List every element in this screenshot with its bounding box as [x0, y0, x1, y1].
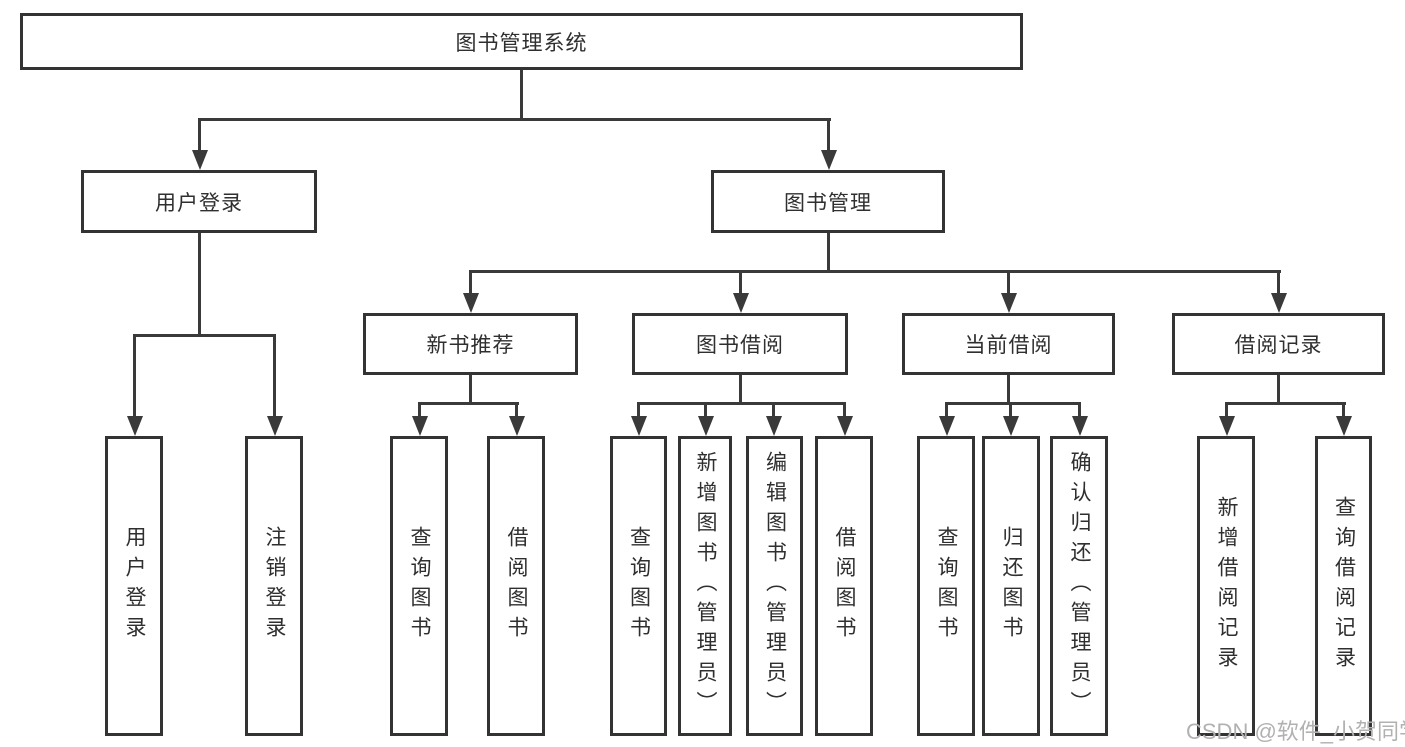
- arrowhead-leaf-user-login: [127, 416, 143, 436]
- node-leaf-bb-edit-books-admin: 编辑图书（管理员）: [746, 436, 803, 736]
- node-label: 新增图书（管理员）: [694, 451, 717, 721]
- node-label: 查询图书: [627, 526, 651, 646]
- node-leaf-br-query-record: 查询借阅记录: [1315, 436, 1372, 736]
- node-leaf-nbr-borrow-books: 借阅图书: [487, 436, 545, 736]
- node-leaf-bb-add-books-admin: 新增图书（管理员）: [678, 436, 732, 736]
- connector-drop-bb-add: [704, 402, 707, 418]
- connector-borrow-records-stem: [1277, 375, 1280, 405]
- arrowhead-bb-add: [698, 416, 714, 436]
- node-label: 新增借阅记录: [1215, 496, 1238, 676]
- node-leaf-cb-query-books: 查询图书: [917, 436, 975, 736]
- node-book-management: 图书管理: [711, 170, 945, 233]
- node-leaf-nbr-query-books: 查询图书: [390, 436, 448, 736]
- connector-drop-bb-borrow: [843, 402, 846, 418]
- connector-book-borrow-stem: [739, 375, 742, 405]
- connector-drop-bb-query: [637, 402, 640, 418]
- arrowhead-bb-edit: [766, 416, 782, 436]
- arrowhead-cb-confirm: [1072, 416, 1088, 436]
- connector-drop-book-mgmt: [827, 118, 830, 152]
- connector-drop-br-query: [1342, 402, 1345, 418]
- connector-new-book-rec-rail: [418, 402, 519, 405]
- node-new-book-recommendation: 新书推荐: [363, 313, 578, 375]
- connector-book-mgmt-stem: [827, 233, 830, 273]
- node-leaf-user-login: 用户登录: [105, 436, 163, 736]
- node-label: 查询图书: [935, 526, 958, 646]
- node-label: 当前借阅: [964, 334, 1053, 357]
- connector-drop-book-borrow: [739, 270, 742, 295]
- arrowhead-current-borrow: [1001, 293, 1017, 313]
- connector-drop-bb-edit: [772, 402, 775, 418]
- node-label: 借阅图书: [505, 526, 528, 646]
- arrowhead-bb-borrow: [837, 416, 853, 436]
- node-library-management-system: 图书管理系统: [20, 13, 1023, 70]
- connector-drop-cb-query: [945, 402, 948, 418]
- node-label: 查询图书: [408, 526, 431, 646]
- connector-drop-new-book-rec: [469, 270, 472, 295]
- arrowhead-new-book-rec: [463, 293, 479, 313]
- node-label: 注销登录: [263, 526, 286, 646]
- arrowhead-book-borrow: [733, 293, 749, 313]
- connector-current-borrow-rail: [945, 402, 1081, 405]
- connector-drop-current-borrow: [1007, 270, 1010, 295]
- arrowhead-br-add: [1219, 416, 1235, 436]
- arrowhead-book-mgmt: [821, 150, 837, 170]
- node-user-login: 用户登录: [81, 170, 317, 233]
- connector-drop-borrow-records: [1277, 270, 1280, 295]
- node-leaf-logout: 注销登录: [245, 436, 303, 736]
- arrowhead-nbr-query: [412, 416, 428, 436]
- node-leaf-cb-return-books: 归还图书: [982, 436, 1040, 736]
- node-label: 新书推荐: [426, 334, 515, 357]
- arrowhead-cb-query: [939, 416, 955, 436]
- node-label: 确认归还（管理员）: [1068, 451, 1091, 721]
- node-label: 用户登录: [123, 526, 146, 646]
- connector-current-borrow-stem: [1007, 375, 1010, 405]
- connector-user-login-stem: [198, 233, 201, 336]
- node-label: 编辑图书（管理员）: [763, 451, 787, 721]
- arrowhead-br-query: [1336, 416, 1352, 436]
- node-leaf-bb-query-books: 查询图书: [610, 436, 667, 736]
- node-leaf-cb-confirm-return-admin: 确认归还（管理员）: [1050, 436, 1108, 736]
- connector-drop-nbr-borrow: [515, 402, 518, 418]
- node-leaf-bb-borrow-books: 借阅图书: [815, 436, 873, 736]
- node-label: 查询借阅记录: [1332, 496, 1356, 676]
- connector-drop-cb-return: [1009, 402, 1012, 418]
- connector-level2-rail: [198, 118, 831, 121]
- arrowhead-cb-return: [1003, 416, 1019, 436]
- node-book-borrowing: 图书借阅: [632, 313, 848, 375]
- connector-drop-leaf-user-login: [133, 334, 136, 418]
- csdn-watermark: CSDN @软件_小贺同学: [1186, 719, 1405, 744]
- connector-new-book-rec-stem: [469, 375, 472, 405]
- connector-borrow-records-rail: [1225, 402, 1346, 405]
- connector-drop-user-login: [198, 118, 201, 152]
- node-label: 图书借阅: [696, 334, 784, 357]
- node-label: 用户登录: [155, 191, 243, 215]
- node-label: 借阅图书: [833, 526, 856, 646]
- connector-root-stem: [520, 70, 523, 118]
- arrowhead-user-login: [192, 150, 208, 170]
- node-label: 借阅记录: [1234, 334, 1323, 357]
- arrowhead-nbr-borrow: [509, 416, 525, 436]
- node-borrowing-records: 借阅记录: [1172, 313, 1385, 375]
- node-leaf-br-add-record: 新增借阅记录: [1197, 436, 1255, 736]
- connector-drop-cb-confirm: [1078, 402, 1081, 418]
- node-label: 图书管理: [784, 191, 872, 215]
- connector-drop-br-add: [1225, 402, 1228, 418]
- node-label: 归还图书: [1000, 526, 1023, 646]
- connector-book-borrow-rail: [637, 402, 846, 405]
- node-current-borrowing: 当前借阅: [902, 313, 1115, 375]
- node-label: 图书管理系统: [455, 31, 588, 55]
- connector-user-login-rail: [133, 334, 276, 337]
- arrowhead-borrow-records: [1271, 293, 1287, 313]
- connector-drop-nbr-query: [418, 402, 421, 418]
- connector-drop-leaf-logout: [273, 334, 276, 418]
- arrowhead-leaf-logout: [267, 416, 283, 436]
- arrowhead-bb-query: [631, 416, 647, 436]
- connector-level3-rail: [469, 270, 1281, 273]
